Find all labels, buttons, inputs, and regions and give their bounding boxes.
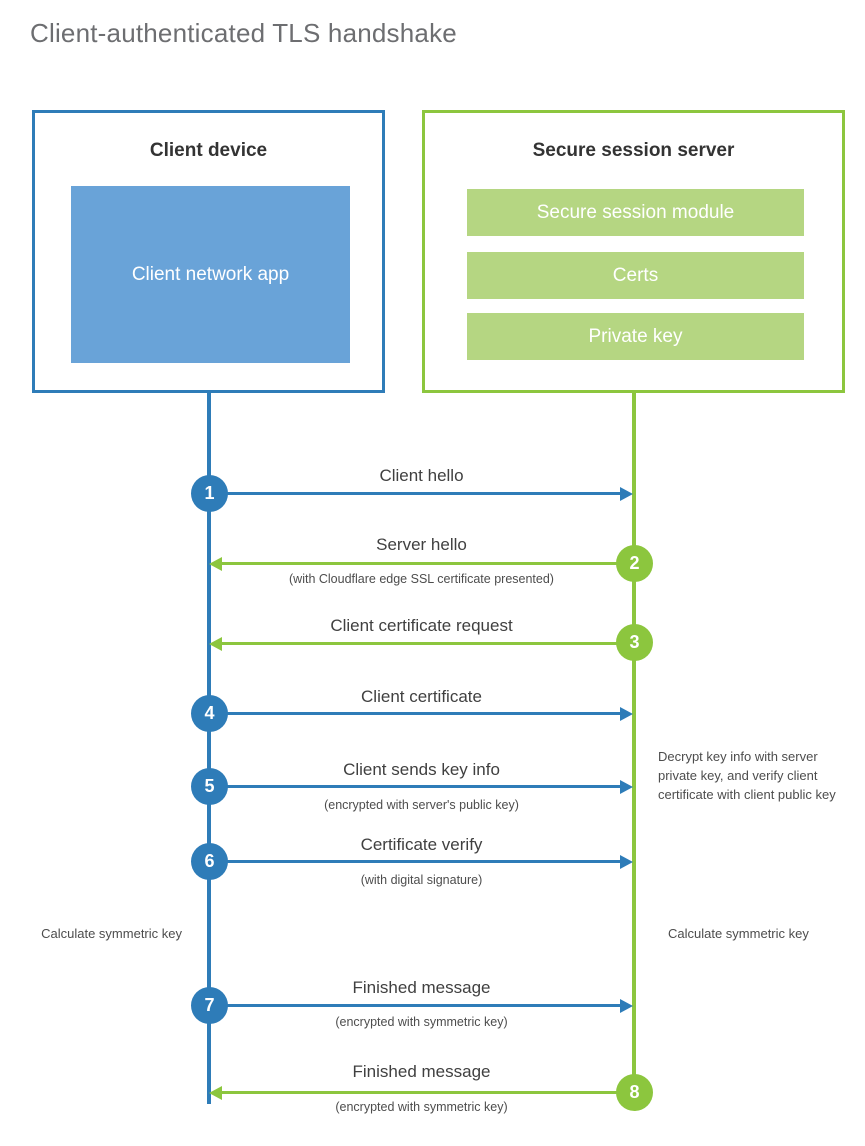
client-network-app-block: Client network app	[71, 186, 350, 363]
client-device-box: Client device Client network app	[32, 110, 385, 393]
step-7-number-circle: 7	[191, 987, 228, 1024]
step-5-arrow-line	[209, 785, 622, 788]
step-8-sublabel: (encrypted with symmetric key)	[335, 1100, 508, 1114]
step-8-label: Finished message	[352, 1062, 491, 1081]
client-calculate-symmetric-key-annotation: Calculate symmetric key	[41, 926, 182, 941]
step-4-arrow-line	[209, 712, 622, 715]
step-5-sublabel: (encrypted with server's public key)	[324, 798, 519, 812]
step-5-arrow-head-icon	[620, 780, 633, 794]
server-component-secure-session-module: Secure session module	[467, 189, 804, 236]
server-decrypt-annotation: Decrypt key info with server private key…	[658, 749, 836, 802]
step-2-sublabel: (with Cloudflare edge SSL certificate pr…	[289, 572, 554, 586]
step-5-number-circle: 5	[191, 768, 228, 805]
client-device-title: Client device	[149, 140, 268, 161]
server-component-certs: Certs	[467, 252, 804, 299]
step-4-number-circle: 4	[191, 695, 228, 732]
secure-session-server-title: Secure session server	[532, 140, 735, 161]
secure-session-server-box: Secure session server Secure session mod…	[422, 110, 845, 393]
step-3-number-circle: 3	[616, 624, 653, 661]
step-4-arrow-head-icon	[620, 707, 633, 721]
step-7-sublabel: (encrypted with symmetric key)	[335, 1015, 508, 1029]
step-8-arrow-head-icon	[209, 1086, 222, 1100]
step-3-arrow-line	[222, 642, 634, 645]
step-6-number-circle: 6	[191, 843, 228, 880]
page-title: Client-authenticated TLS handshake	[30, 18, 457, 48]
server-calculate-symmetric-key-annotation: Calculate symmetric key	[668, 926, 809, 941]
step-7-arrow-head-icon	[620, 999, 633, 1013]
step-2-arrow-head-icon	[209, 557, 222, 571]
client-lifeline	[207, 393, 211, 1104]
step-3-arrow-head-icon	[209, 637, 222, 651]
step-1-arrow-head-icon	[620, 487, 633, 501]
step-6-label: Certificate verify	[360, 835, 483, 854]
step-2-number-circle: 2	[616, 545, 653, 582]
step-1-label: Client hello	[379, 466, 464, 485]
step-5-label: Client sends key info	[343, 760, 500, 779]
step-1-number-circle: 1	[191, 475, 228, 512]
step-1-arrow-line	[209, 492, 622, 495]
step-8-arrow-line	[222, 1091, 634, 1094]
server-component-private-key: Private key	[467, 313, 804, 360]
step-4-label: Client certificate	[361, 687, 482, 706]
step-3-label: Client certificate request	[330, 616, 513, 635]
server-lifeline	[632, 393, 636, 1092]
step-6-sublabel: (with digital signature)	[360, 873, 483, 887]
step-6-arrow-head-icon	[620, 855, 633, 869]
step-2-arrow-line	[222, 562, 634, 565]
step-2-label: Server hello	[376, 535, 467, 554]
step-6-arrow-line	[209, 860, 622, 863]
step-7-arrow-line	[209, 1004, 622, 1007]
step-7-label: Finished message	[352, 978, 491, 997]
step-8-number-circle: 8	[616, 1074, 653, 1111]
